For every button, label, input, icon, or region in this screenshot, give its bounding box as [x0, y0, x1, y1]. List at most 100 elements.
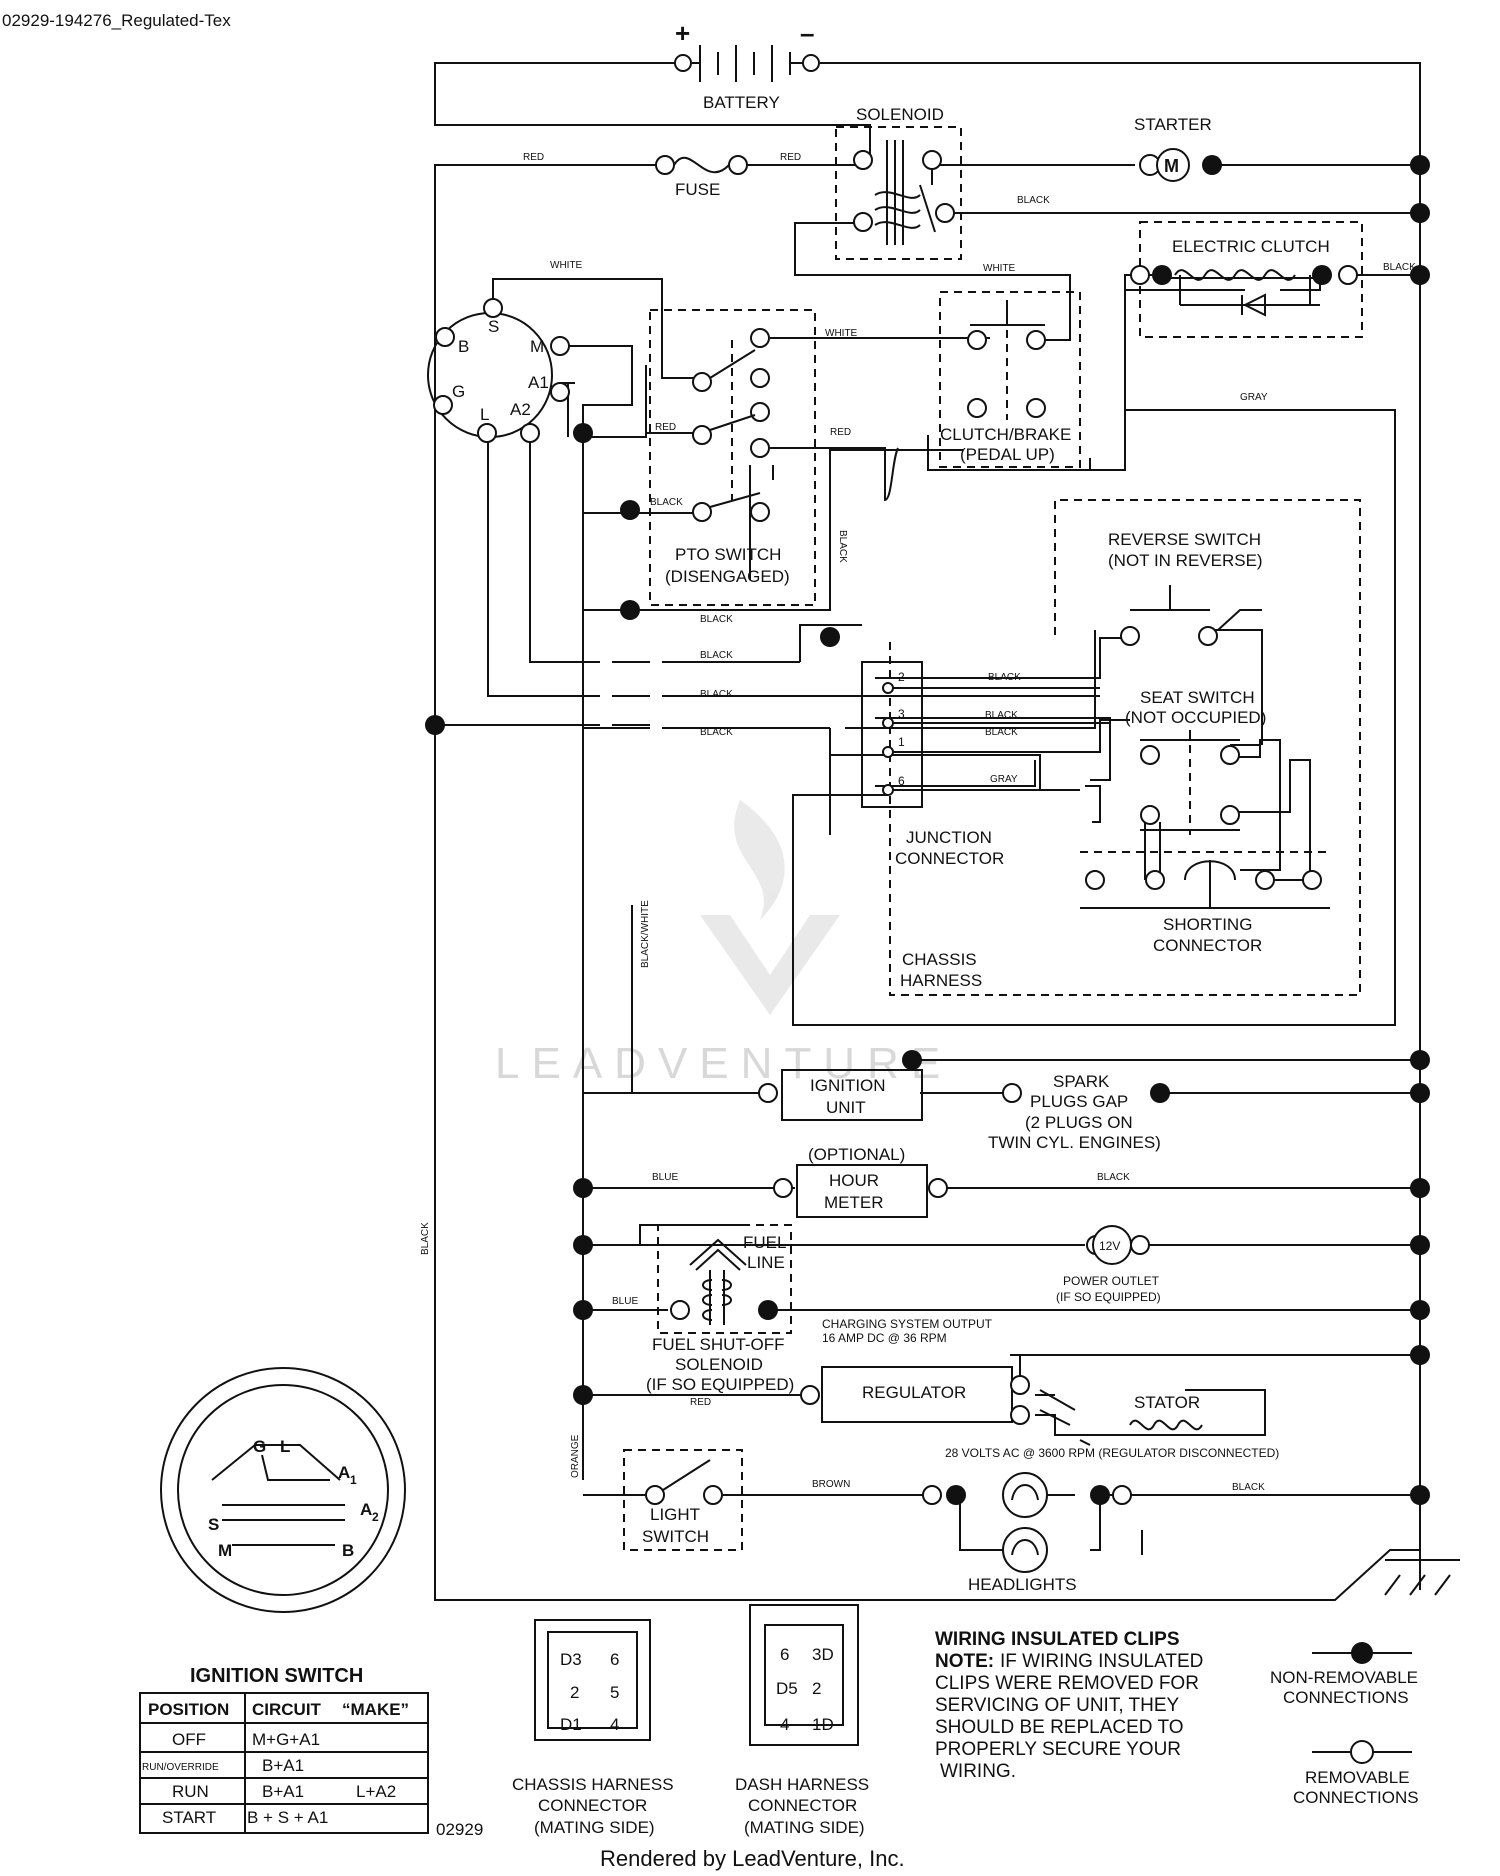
switch-face-a2: A [360, 1500, 372, 1519]
svg-text:CONNECTIONS: CONNECTIONS [1283, 1688, 1409, 1707]
regulator: CHARGING SYSTEM OUTPUT 16 AMP DC @ 36 RP… [800, 1317, 1030, 1425]
battery: + – BATTERY [674, 18, 820, 112]
junction-pin-2: 2 [898, 670, 905, 684]
svg-text:1: 1 [350, 1473, 357, 1487]
headlights-label: HEADLIGHTS [968, 1575, 1077, 1594]
stator-note: 28 VOLTS AC @ 3600 RPM (REGULATOR DISCON… [945, 1446, 1279, 1460]
svg-text:REMOVABLE: REMOVABLE [1305, 1768, 1410, 1787]
seat-switch-label-1: SEAT SWITCH [1140, 688, 1255, 707]
fuel-line-label-1: FUEL [743, 1233, 786, 1252]
battery-plus-icon: + [675, 18, 690, 48]
svg-text:NOTE:: NOTE: [935, 1651, 994, 1672]
svg-text:2: 2 [812, 1679, 821, 1698]
svg-text:CONNECTOR: CONNECTOR [748, 1796, 857, 1815]
svg-text:WHITE: WHITE [550, 260, 583, 271]
svg-text:BLACK: BLACK [420, 1222, 431, 1255]
svg-text:SERVICING OF UNIT, THEY: SERVICING OF UNIT, THEY [935, 1695, 1180, 1716]
svg-text:2: 2 [372, 1510, 379, 1524]
svg-text:BLACK: BLACK [650, 497, 683, 508]
hour-meter-label-1: HOUR [829, 1171, 879, 1190]
power-outlet: 12V POWER OUTLET (IF SO EQUIPPED) [1056, 1225, 1161, 1304]
svg-text:3D: 3D [812, 1645, 834, 1664]
spark-plugs-label-1: SPARK [1053, 1072, 1110, 1091]
switch-face-m: M [218, 1541, 232, 1560]
svg-text:PROPERLY SECURE YOUR: PROPERLY SECURE YOUR [935, 1739, 1181, 1760]
hour-meter: (OPTIONAL) HOUR METER [773, 1145, 948, 1218]
svg-text:6: 6 [780, 1645, 789, 1664]
svg-text:BLACK: BLACK [700, 650, 733, 661]
table-row-position: OFF [172, 1730, 206, 1749]
svg-text:(MATING SIDE): (MATING SIDE) [534, 1818, 655, 1837]
fuel-shutoff-label-2: SOLENOID [675, 1355, 763, 1374]
svg-text:RED: RED [523, 152, 544, 163]
wiring-clips-note: WIRING INSULATED CLIPS NOTE: IF WIRING I… [935, 1629, 1203, 1782]
svg-text:6: 6 [610, 1650, 619, 1669]
ignition-terminal-g: G [452, 382, 465, 401]
svg-text:2: 2 [570, 1683, 579, 1702]
fuel-line-label-2: LINE [747, 1253, 785, 1272]
svg-text:ORANGE: ORANGE [570, 1434, 581, 1478]
charging-output-label-2: 16 AMP DC @ 36 RPM [822, 1331, 947, 1345]
light-switch-label-1: LIGHT [650, 1505, 700, 1524]
switch-face-b: B [342, 1541, 354, 1560]
ignition-terminal-s: S [488, 317, 499, 336]
ignition-switch-table: POSITION CIRCUIT “MAKE” OFF M+G+A1 RUN/O… [139, 1692, 429, 1834]
watermark: LEADVENTURE [495, 800, 952, 1088]
svg-text:WHITE: WHITE [825, 328, 858, 339]
table-row-position: START [162, 1808, 216, 1827]
svg-text:WIRING INSULATED CLIPS: WIRING INSULATED CLIPS [935, 1629, 1180, 1650]
fuel-shutoff-label-3: (IF SO EQUIPPED) [646, 1375, 794, 1394]
wire-labels: RED RED BLACK BLACK WHITE WHITE WHITE GR… [420, 152, 1416, 1493]
stator-label: STATOR [1134, 1393, 1200, 1412]
svg-text:D3: D3 [560, 1650, 582, 1669]
connection-legend: NON-REMOVABLE CONNECTIONS REMOVABLE CONN… [1270, 1642, 1419, 1807]
charging-output-label-1: CHARGING SYSTEM OUTPUT [822, 1317, 993, 1331]
svg-text:BLACK: BLACK [1097, 1172, 1130, 1183]
table-header-make: “MAKE” [342, 1700, 409, 1719]
svg-text:BLACK: BLACK [1232, 1482, 1265, 1493]
svg-text:(MATING SIDE): (MATING SIDE) [744, 1818, 865, 1837]
svg-text:GRAY: GRAY [1240, 392, 1268, 403]
svg-text:4: 4 [610, 1715, 619, 1734]
table-row-circuit: M+G+A1 [252, 1730, 320, 1749]
pto-switch-label-2: (DISENGAGED) [665, 567, 790, 586]
svg-text:DASH HARNESS: DASH HARNESS [735, 1775, 869, 1794]
battery-label: BATTERY [703, 93, 780, 112]
svg-text:BLACK: BLACK [985, 727, 1018, 738]
chassis-harness-label-1: CHASSIS [902, 950, 977, 969]
ignition-switch-face: G L A 1 A 2 S M B IGNITION SWITCH [160, 1367, 406, 1687]
ignition-unit-label-1: IGNITION [810, 1076, 886, 1095]
switch-face-g: G [253, 1437, 266, 1456]
svg-text:BLUE: BLUE [612, 1296, 638, 1307]
seat-switch-label-2: (NOT OCCUPIED) [1125, 708, 1266, 727]
svg-text:BLACK: BLACK [700, 689, 733, 700]
watermark-text: LEADVENTURE [495, 1039, 952, 1088]
ignition-unit: IGNITION UNIT SPARK PLUGS GAP (2 PLUGS O… [631, 905, 1170, 1152]
ignition-unit-label-2: UNIT [826, 1098, 866, 1117]
svg-text:BLACK: BLACK [700, 614, 733, 625]
seat-switch: SEAT SWITCH (NOT OCCUPIED) [1125, 688, 1266, 835]
svg-text:BLACK: BLACK [988, 672, 1021, 683]
bus-junctions [425, 155, 1430, 1505]
clutch-brake-label-1: CLUTCH/BRAKE [940, 425, 1071, 444]
ignition-switch-title: IGNITION SWITCH [190, 1665, 363, 1687]
starter: STARTER M [1134, 115, 1222, 182]
svg-text:BLUE: BLUE [652, 1172, 678, 1183]
headlights: HEADLIGHTS [922, 1472, 1132, 1594]
svg-text:GRAY: GRAY [990, 774, 1018, 785]
removable-icon [1350, 1740, 1374, 1764]
battery-minus-icon: – [800, 18, 814, 48]
pto-switch: PTO SWITCH (DISENGAGED) [649, 309, 990, 606]
clutch-brake-switch: CLUTCH/BRAKE (PEDAL UP) [939, 291, 1081, 468]
svg-text:RED: RED [780, 152, 801, 163]
spark-plugs-label-4: TWIN CYL. ENGINES) [988, 1133, 1161, 1152]
reverse-switch-label-2: (NOT IN REVERSE) [1108, 551, 1263, 570]
svg-text:WIRING.: WIRING. [940, 1761, 1016, 1782]
junction-connector-label-2: CONNECTOR [895, 849, 1004, 868]
svg-text:NON-REMOVABLE: NON-REMOVABLE [1270, 1668, 1418, 1687]
svg-text:BLACK: BLACK [985, 710, 1018, 721]
power-outlet-label-1: POWER OUTLET [1063, 1274, 1160, 1288]
junction-pin-6: 6 [898, 774, 905, 788]
ignition-terminal-l: L [480, 405, 489, 424]
